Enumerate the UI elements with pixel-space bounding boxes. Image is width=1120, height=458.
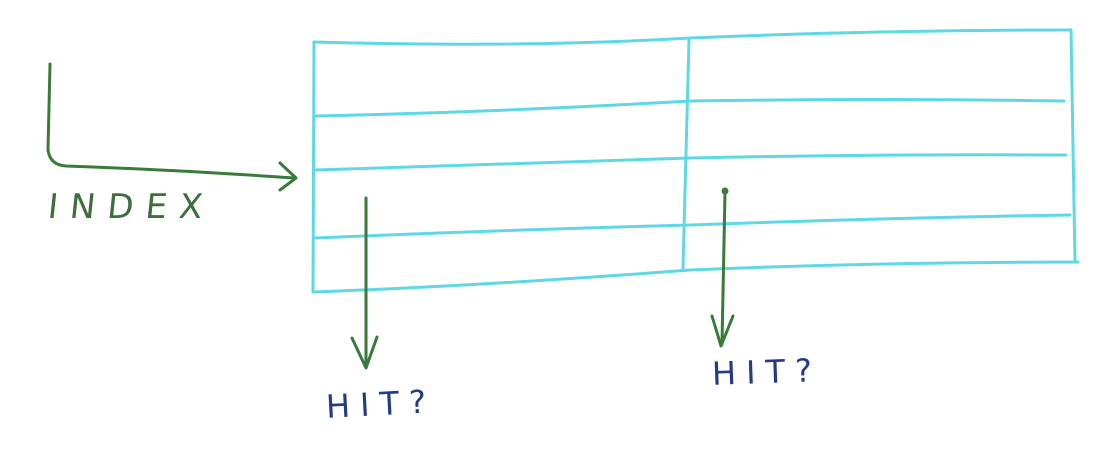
table-row-line (314, 213, 1072, 240)
table-row-line (314, 153, 1068, 172)
table-right-edge (1069, 28, 1077, 264)
arrows-group (46, 62, 735, 370)
table-row-line (314, 98, 1066, 118)
table-top-edge (312, 28, 1073, 46)
table-bottom-edge (311, 260, 1080, 294)
index-arrow-head (278, 161, 298, 192)
table-left-edge (311, 40, 316, 294)
hit-arrow-right-shaft (720, 190, 727, 346)
cache-table (311, 28, 1080, 294)
index-arrow-shaft (46, 62, 296, 180)
index-label: INDEX (45, 187, 217, 227)
hit-arrow-right-head (710, 314, 735, 348)
hit-arrow-left-head (350, 335, 379, 370)
hit-label-right: HIT? (711, 351, 823, 393)
table-column-divider (681, 38, 691, 270)
hit-label-left: HIT? (325, 382, 437, 426)
